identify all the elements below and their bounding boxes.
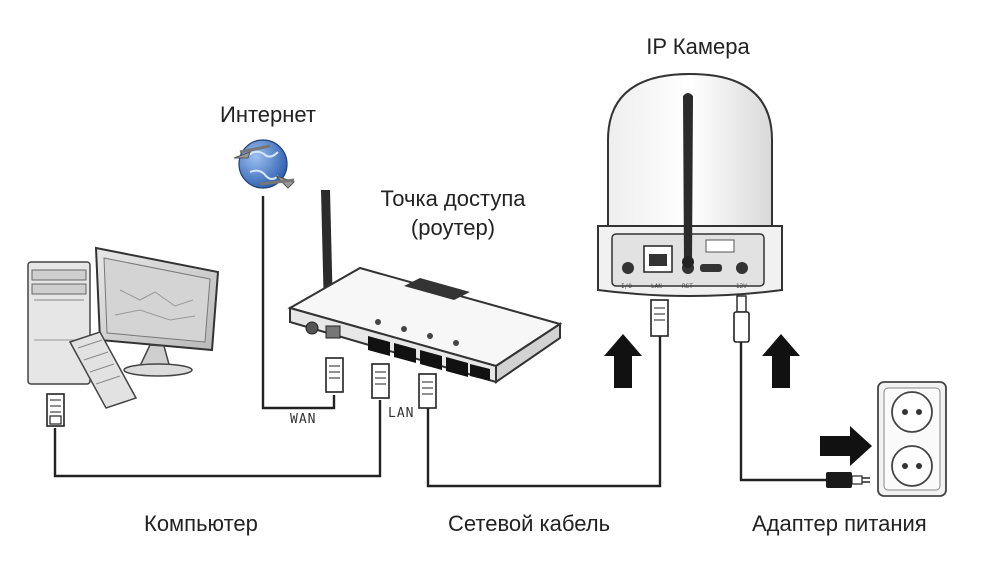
arrow-up-icon [762,334,800,388]
power-plug-icon [733,295,750,343]
arrow-up-icon [604,334,642,388]
rj45-plug-icon [371,363,390,399]
cables [53,196,826,488]
internet-label: Интернет [220,102,316,127]
wan-port-label: WAN [290,412,317,427]
lan-port-label: LAN [388,406,415,421]
router-icon [287,190,563,409]
computer-label: Компьютер [144,511,258,536]
svg-text:12V: 12V [736,283,747,290]
svg-text:I/O: I/O [621,283,632,290]
power-plug-icon [826,472,870,488]
rj45-plug-icon [650,299,669,337]
arrow-right-icon [820,426,872,466]
rj45-plug-icon [325,357,344,393]
svg-text:LAN: LAN [651,283,662,290]
computer-icon [27,246,220,427]
rj45-plug-icon [46,393,65,427]
rj45-plug-icon [418,373,437,409]
power-adapter-label: Адаптер питания [752,511,927,536]
cable-internet-wan [261,196,336,410]
network-cable-label: Сетевой кабель [448,511,611,536]
globe-icon [233,139,295,189]
cable-power [739,342,826,482]
ip-camera-label: IP Камера [646,34,750,59]
router-label-line1: Точка доступа [380,186,526,211]
svg-text:RST: RST [682,283,693,290]
power-outlet-icon [877,381,947,497]
router-label-line2: (роутер) [410,215,496,240]
ip-camera-icon: I/O LAN RST 12V [597,72,783,343]
cable-router-camera [426,336,662,488]
cable-computer-lan [53,400,382,478]
